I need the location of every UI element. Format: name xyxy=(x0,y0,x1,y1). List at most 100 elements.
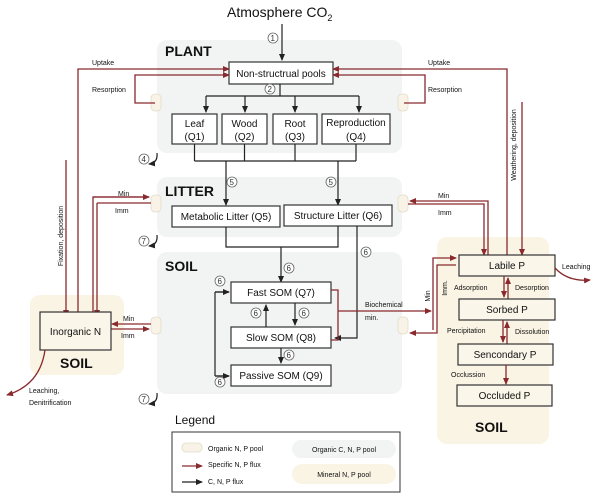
sorbed-p-box xyxy=(458,298,556,321)
reproduction-pool-box xyxy=(321,113,391,145)
uptake-p-flux xyxy=(332,66,508,255)
structure-litter-label: Structure Litter (Q6) xyxy=(294,211,382,222)
litter-imm-right-label: Imm xyxy=(438,210,452,217)
plant-turnover-collector xyxy=(193,144,357,162)
process-7-loop-soil: 7 xyxy=(138,392,158,407)
uptake-left-label: Uptake xyxy=(92,60,114,67)
process-5-number-a: 5 xyxy=(230,178,235,187)
resorption-right-label: Resorption xyxy=(428,87,462,94)
adsorption-label: Adsorption xyxy=(454,285,488,292)
passive-som-label: Passive SOM (Q9) xyxy=(239,371,322,382)
process-6-marker-c xyxy=(214,275,226,287)
occluded-p-label: Occluded P xyxy=(479,391,531,402)
wood-q-label: (Q2) xyxy=(235,132,255,143)
legend-cnp-flux-label: C, N, P flux xyxy=(208,479,244,486)
soil-min-left-label: Min xyxy=(123,316,134,323)
leaf-q-label: (Q1) xyxy=(185,132,205,143)
wood-pool-box xyxy=(221,113,268,145)
metabolic-litter-label: Metabolic Litter (Q5) xyxy=(181,212,272,223)
soil-p-label: SOIL xyxy=(475,419,508,435)
desorption-label: Desorption xyxy=(515,285,549,292)
process-6-marker-g xyxy=(214,376,226,388)
process-2-number: 2 xyxy=(268,85,273,94)
organic-np-pool-litter-left xyxy=(150,194,162,213)
fixation-label: Fixation, deposition xyxy=(58,206,65,266)
litter-min-p-flux xyxy=(408,203,487,256)
denitrification-label: Denitrification xyxy=(29,400,72,407)
process-6-marker-b xyxy=(360,246,372,258)
slow-som-label: Slow SOM (Q8) xyxy=(246,333,316,344)
litter-label: LITTER xyxy=(165,183,214,199)
non-structural-pools-label: Non-structrual pools xyxy=(236,69,325,80)
reproduction-q-label: (Q4) xyxy=(346,132,366,143)
process-1-marker xyxy=(267,32,279,44)
organic-np-pool-soil-right xyxy=(397,316,409,335)
litter-imm-p-flux xyxy=(409,198,489,255)
process-1-number: 1 xyxy=(271,34,276,43)
process-6-number-a: 6 xyxy=(287,264,292,273)
weathering-label: Weathering, deposition xyxy=(511,109,518,181)
soil-min-right-label: Min xyxy=(425,290,432,301)
p-leaching-label: Leaching xyxy=(562,264,591,271)
fast-som-label: Fast SOM (Q7) xyxy=(247,288,315,299)
atmosphere-co2-title: Atmosphere CO2 xyxy=(227,4,332,23)
legend-organic-np-label: Organic N, P pool xyxy=(208,446,264,453)
resorption-left-label: Resorption xyxy=(92,87,126,94)
leaf-pool-box xyxy=(171,113,218,145)
process-4-loop: 4 xyxy=(138,152,158,167)
svg-text:7: 7 xyxy=(142,395,147,404)
sorbed-p-label: Sorbed P xyxy=(486,305,528,316)
soil-organic-label: SOIL xyxy=(165,258,198,274)
uptake-n-flux xyxy=(77,66,230,318)
root-pool-box xyxy=(272,113,318,145)
secondary-p-label: Sencondary P xyxy=(474,350,537,361)
soil-organic-region xyxy=(157,252,402,394)
biochemical-min-label: min. xyxy=(365,315,378,322)
soil-min-p-flux xyxy=(432,255,457,330)
legend-specific-flux-label: Specific N, P flux xyxy=(208,462,261,469)
legend-organic-cnp-swatch xyxy=(292,440,396,458)
structure-to-slow-som-arrow xyxy=(334,226,358,341)
process-5-number-b: 5 xyxy=(329,178,334,187)
legend-mineral-label: Mineral N, P pool xyxy=(317,472,371,479)
process-5-marker-b xyxy=(325,176,337,188)
n-leaching-flux xyxy=(6,349,46,397)
resorption-left-flux xyxy=(134,72,230,104)
process-6-number-f: 6 xyxy=(287,351,292,360)
process-6-marker-d xyxy=(250,307,262,319)
process-6-number-c: 6 xyxy=(218,277,223,286)
resorption-right-flux xyxy=(332,72,426,104)
process-6-number-b: 6 xyxy=(364,248,369,257)
soil-imm-right-label: Imm. xyxy=(442,280,449,296)
p-leaching-flux xyxy=(554,267,591,284)
process-5-marker-a xyxy=(226,176,238,188)
process-6-marker-a xyxy=(283,262,295,274)
leaf-label: Leaf xyxy=(185,119,205,130)
root-label: Root xyxy=(284,119,305,130)
n-leaching-label: Leaching, xyxy=(29,388,59,395)
biochemical-label: Biochemical xyxy=(365,302,403,309)
fast-som-box xyxy=(230,281,332,304)
process-7-loop-litter: 7 xyxy=(138,234,158,249)
process-6-number-g: 6 xyxy=(218,378,223,387)
inorganic-n-box xyxy=(39,311,112,351)
organic-np-pool-litter-right xyxy=(397,194,409,213)
soil-imm-p-flux xyxy=(409,264,456,336)
legend-organic-np-swatch xyxy=(181,442,203,453)
percipitation-label: Percipitation xyxy=(447,328,486,335)
labile-p-box xyxy=(458,254,556,277)
biochemical-bracket xyxy=(331,289,339,341)
uptake-right-label: Uptake xyxy=(428,60,450,67)
process-6-marker-f xyxy=(283,349,295,361)
occluded-p-box xyxy=(456,384,553,407)
reproduction-label: Reproduction xyxy=(326,118,385,129)
litter-min-left-label: Min xyxy=(118,191,129,198)
occlussion-label: Occlussion xyxy=(451,372,485,379)
plant-label: PLANT xyxy=(165,43,212,59)
legend-organic-cnp-label: Organic C, N, P pool xyxy=(312,447,377,454)
process-6-marker-e xyxy=(298,307,310,319)
passive-som-box xyxy=(230,364,332,387)
process-6-number-e: 6 xyxy=(302,309,307,318)
svg-text:4: 4 xyxy=(142,155,147,164)
